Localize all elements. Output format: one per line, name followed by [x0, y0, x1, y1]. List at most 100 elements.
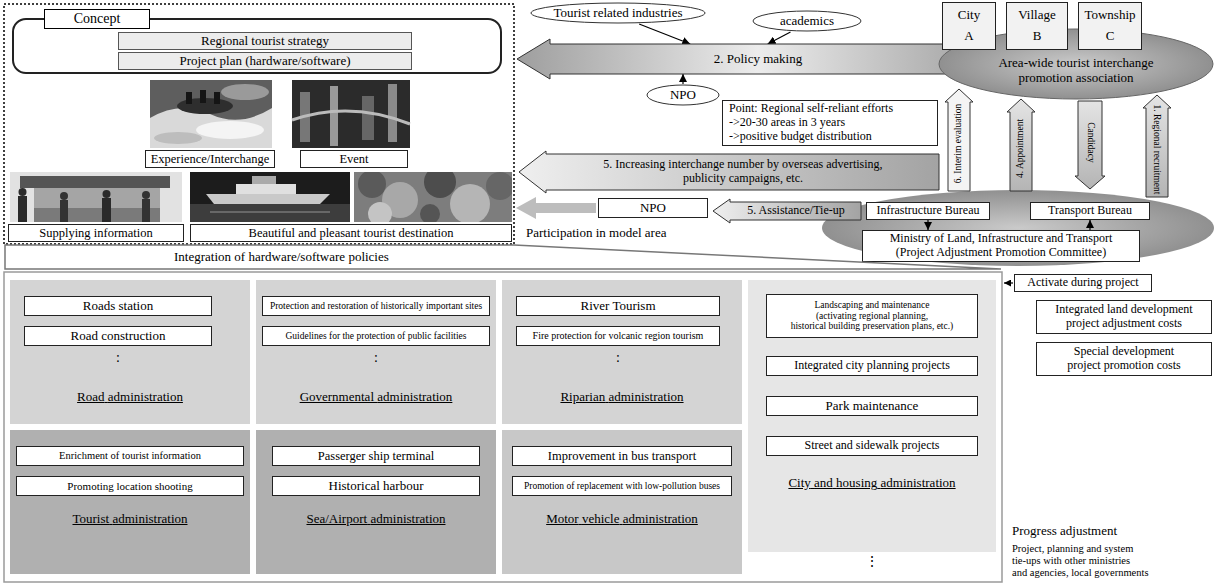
strategy-box: Regional tourist strategy — [118, 32, 412, 51]
caption-box: Event — [300, 150, 408, 168]
flow-arrow: 1. Regional recruitment — [1142, 94, 1172, 198]
text-box: Roads station — [24, 296, 212, 316]
annotation-label: : — [374, 350, 378, 366]
node-label: Project plan (hardware/software) — [179, 54, 350, 69]
flow-arrow: Candidacy — [1074, 100, 1106, 190]
forest-photo — [368, 202, 392, 222]
annotation-label: : — [116, 350, 120, 366]
node-label: 6. Interim evaluation — [954, 103, 965, 182]
rafting-photo — [150, 80, 272, 148]
information-photo — [10, 172, 182, 222]
node-outline — [4, 244, 1002, 270]
rafting-photo — [196, 121, 264, 139]
municipality-box: Village B — [1006, 2, 1068, 50]
node-label: Road administration — [77, 390, 183, 405]
information-photo — [34, 208, 160, 222]
shape-outline — [5, 245, 1001, 269]
information-photo — [60, 192, 68, 200]
admin-panel: Road administration Roads stationRoad con… — [10, 280, 250, 424]
rafting-photo — [150, 108, 272, 148]
rafting-photo — [154, 132, 202, 144]
rafting-photo — [214, 92, 220, 104]
node-label: Experience/Interchange — [151, 152, 270, 166]
actor-ellipse: Tourist related industries — [530, 2, 706, 24]
activate-arrow — [1004, 282, 1013, 283]
information-photo — [60, 200, 68, 222]
node-label: Promotion of replacement with low-pollut… — [524, 481, 720, 492]
admin-panel: Sea/Airport administrationPasserger ship… — [256, 430, 496, 574]
forest-photo — [486, 172, 512, 200]
node-label: Motor vehicle administration — [546, 512, 698, 527]
admin-panel: Motor vehicle administration Improvement … — [502, 430, 742, 574]
harbour-photo — [190, 172, 350, 222]
node-label: Event — [339, 152, 368, 166]
forest-photo — [450, 184, 490, 222]
information-photo — [19, 188, 27, 196]
node-label: Passerger ship terminal — [318, 449, 434, 463]
node-label: Tourist administration — [72, 512, 187, 527]
caption-box: Experience/Interchange — [145, 150, 276, 168]
shape-outline — [519, 151, 939, 193]
flow-arrow: 4. Appointment — [1006, 98, 1036, 192]
connector-arrow — [639, 24, 690, 44]
node-label: NPO — [670, 88, 696, 103]
annotation-label: Project, planning and system tie-ups wit… — [1012, 543, 1148, 579]
admin-panel: Tourist administration Enrichment of tour… — [10, 430, 250, 574]
information-photo — [103, 190, 111, 198]
information-photo — [142, 191, 150, 199]
text-box: Landscaping and maintenance (activating … — [766, 294, 978, 338]
rafting-photo — [221, 84, 269, 100]
municipality-box: City A — [942, 2, 996, 50]
municipality-box: Township C — [1078, 2, 1142, 50]
text-box: Enrichment of tourist information — [16, 446, 244, 466]
bureau-box: Infrastructure Bureau — [866, 202, 990, 220]
event-photo — [388, 84, 397, 142]
label-holder: Project, planning and system tie-ups wit… — [1012, 543, 1148, 579]
annotation-label: Participation in model area — [526, 226, 666, 241]
node-label: Historical harbour — [329, 479, 424, 494]
node-label: Riparian administration — [560, 390, 683, 405]
cost-box: Special development project promotion co… — [1036, 342, 1212, 376]
shape-outline — [1007, 99, 1035, 191]
text-box: Improvement in bus transport — [512, 446, 732, 466]
caption-box: Supplying information — [8, 224, 184, 242]
information-photo — [10, 172, 182, 222]
bureau-box: Transport Bureau — [1030, 202, 1150, 220]
text-box: Historical harbour — [272, 476, 480, 496]
event-photo — [292, 111, 410, 124]
node-label: Regional tourist strategy — [201, 34, 329, 49]
participation-arrow — [516, 197, 596, 219]
text-box: Guidelines for the protection of public … — [262, 326, 490, 346]
ellipse-outline — [531, 3, 705, 23]
ministry-box: Ministry of Land, Infrastructure and Tra… — [862, 230, 1140, 262]
node-label: NPO — [640, 201, 666, 216]
dotted-frame — [4, 4, 514, 244]
text-box: Passerger ship terminal — [272, 446, 480, 466]
node-label: City and housing administration — [788, 476, 955, 491]
node-label: Candidacy — [1085, 122, 1096, 163]
information-photo — [142, 199, 150, 222]
annotation-label: Progress adjustment — [1012, 524, 1117, 539]
text-box: Fire protection for volcanic region tour… — [516, 326, 720, 346]
connector-arrow — [682, 74, 683, 84]
node-label: City A — [958, 5, 980, 47]
forest-photo — [354, 172, 512, 222]
node-label: Integrated land development project adju… — [1055, 303, 1192, 331]
text-box: Road construction — [24, 326, 212, 346]
connector-arrow — [927, 220, 928, 230]
shape-outline — [517, 39, 999, 79]
forest-photo — [424, 172, 456, 198]
connector-arrow — [1089, 220, 1090, 230]
caption-box: Beautiful and pleasant tourist destinati… — [190, 224, 512, 242]
node-label: Street and sidewalk projects — [805, 439, 940, 453]
text-box: Park maintenance — [766, 396, 978, 416]
integration-band: Integration of hardware/software policie… — [4, 244, 1002, 270]
event-photo — [292, 80, 410, 148]
connector-arrow — [768, 32, 791, 44]
node-label: Integrated city planning projects — [794, 359, 950, 373]
harbour-photo — [210, 211, 330, 213]
node-label: Protection and restoration of historical… — [270, 301, 482, 312]
shape-outline — [713, 199, 861, 223]
event-photo — [362, 96, 374, 140]
flow-arrow: 5. Assistance/Tie-up — [712, 198, 862, 224]
